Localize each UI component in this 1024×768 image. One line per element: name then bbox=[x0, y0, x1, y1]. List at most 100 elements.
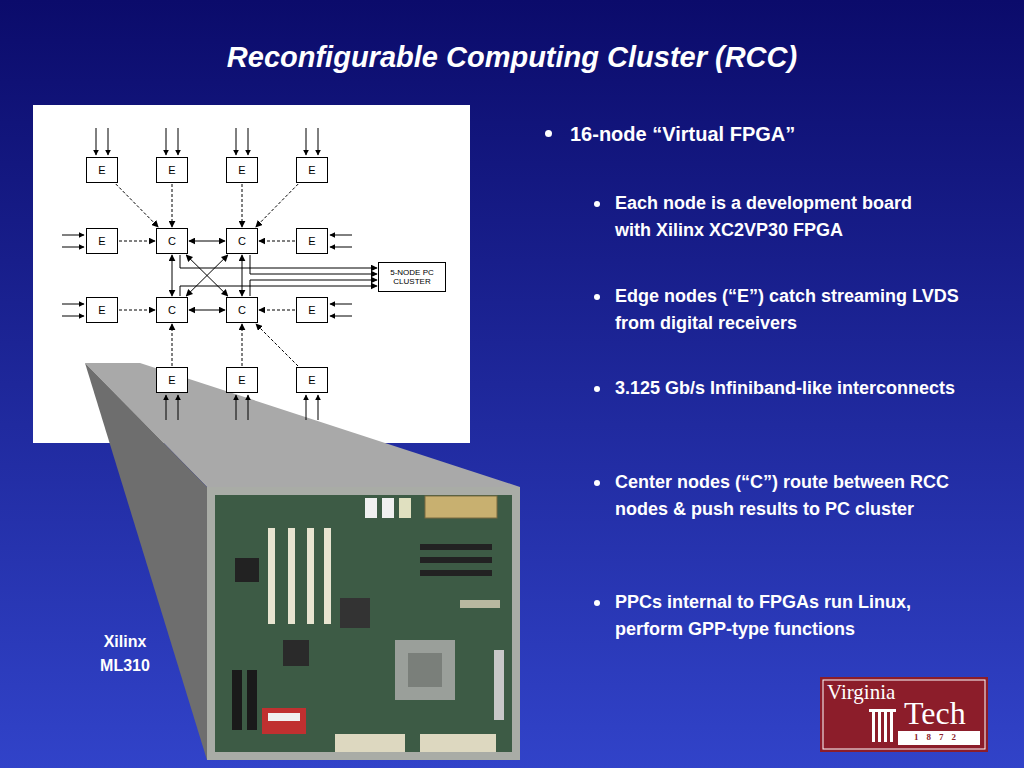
sub-bullet-text: PPCs internal to FPGAs run Linux, perfor… bbox=[615, 589, 950, 643]
connector-arrow bbox=[180, 286, 377, 296]
pin-header bbox=[494, 650, 504, 720]
connector-arrow bbox=[172, 324, 173, 366]
input-arrow bbox=[306, 395, 307, 420]
label-slot: 1872 bbox=[900, 732, 978, 744]
connector-arrow bbox=[242, 255, 243, 296]
edge-node-box: E bbox=[86, 228, 118, 254]
label-slot: Tech bbox=[904, 697, 984, 729]
input-arrow bbox=[318, 395, 319, 420]
node-label: E bbox=[238, 164, 245, 177]
photo-frame bbox=[207, 487, 520, 760]
input-arrow bbox=[166, 395, 167, 420]
input-arrow bbox=[330, 247, 352, 248]
connector-arrow bbox=[186, 255, 228, 296]
input-arrow bbox=[62, 316, 84, 317]
logo-frame bbox=[823, 680, 985, 749]
chip bbox=[340, 598, 370, 628]
node-label: E bbox=[98, 304, 105, 317]
input-arrow bbox=[166, 128, 167, 155]
connector-arrow bbox=[172, 184, 173, 227]
logo-column bbox=[878, 712, 881, 742]
input-arrow bbox=[62, 304, 84, 305]
edge-connector bbox=[420, 734, 496, 752]
pci-slot bbox=[288, 528, 295, 624]
node-label: E bbox=[98, 164, 105, 177]
connector-arrow bbox=[172, 255, 173, 296]
university-logo bbox=[820, 677, 988, 752]
zoom-beam-side bbox=[85, 363, 207, 760]
edge-node-box: E bbox=[296, 367, 328, 393]
ram-slot bbox=[420, 570, 492, 576]
connector-arrow bbox=[180, 255, 377, 268]
connector-arrow bbox=[186, 255, 228, 296]
bullet-dot bbox=[545, 130, 552, 137]
connector-arrow bbox=[119, 241, 155, 242]
edge-node-box: E bbox=[156, 367, 188, 393]
input-arrow bbox=[108, 128, 109, 155]
ram-slot bbox=[420, 557, 492, 563]
input-arrow bbox=[248, 128, 249, 155]
input-arrow bbox=[330, 235, 352, 236]
bullet-dot bbox=[594, 294, 600, 300]
label-slot: PPCs internal to FPGAs run Linux, perfor… bbox=[615, 589, 950, 643]
title-slot: Reconfigurable Computing Cluster (RCC) bbox=[0, 40, 1024, 75]
chip bbox=[283, 640, 309, 666]
input-arrow bbox=[178, 128, 179, 155]
center-node-box: C bbox=[226, 297, 258, 323]
port bbox=[399, 498, 411, 518]
edge-node-box: E bbox=[156, 157, 188, 183]
board-photo bbox=[207, 487, 520, 760]
edge-node-box: E bbox=[86, 157, 118, 183]
label-slot: 3.125 Gb/s Infiniband-like interconnects bbox=[615, 375, 997, 402]
card-sticker bbox=[268, 713, 300, 721]
logo-column bbox=[884, 712, 887, 742]
bullet-dot bbox=[594, 600, 600, 606]
edge-connector bbox=[335, 734, 405, 752]
fpga-chip bbox=[395, 640, 455, 700]
bullet-text: 16-node “Virtual FPGA” bbox=[570, 119, 1000, 149]
port bbox=[365, 498, 377, 518]
label-slot: Edge nodes (“E”) catch streaming LVDS fr… bbox=[615, 283, 997, 337]
pci-slot bbox=[324, 528, 331, 624]
edge-node-box: E bbox=[226, 367, 258, 393]
input-arrow bbox=[62, 235, 84, 236]
input-arrow bbox=[330, 316, 352, 317]
node-label: 5-NODE PC CLUSTER bbox=[384, 268, 440, 286]
input-arrow bbox=[96, 128, 97, 155]
node-label: E bbox=[308, 164, 315, 177]
node-label: E bbox=[168, 164, 175, 177]
pc-cluster-box: 5-NODE PC CLUSTER bbox=[378, 262, 446, 292]
node-label: E bbox=[238, 374, 245, 387]
connector-arrow bbox=[242, 324, 243, 366]
compactflash-card bbox=[262, 708, 306, 734]
node-label: E bbox=[308, 374, 315, 387]
center-node-box: C bbox=[226, 228, 258, 254]
logo-column bbox=[890, 712, 893, 742]
connector-arrow bbox=[242, 184, 243, 227]
bullet-dot bbox=[594, 201, 600, 207]
port bbox=[382, 498, 394, 518]
ram-slot bbox=[420, 544, 492, 550]
label-slot: Center nodes (“C”) route between RCC nod… bbox=[615, 469, 997, 523]
bullet-dot bbox=[594, 480, 600, 486]
db25-connector bbox=[425, 496, 497, 518]
connector-arrow bbox=[259, 310, 295, 311]
pci-slot bbox=[307, 528, 314, 624]
slot bbox=[247, 670, 257, 730]
slide-title: Reconfigurable Computing Cluster (RCC) bbox=[0, 40, 1024, 75]
input-arrow bbox=[236, 395, 237, 420]
connector-arrow bbox=[250, 255, 377, 274]
center-node-box: C bbox=[156, 228, 188, 254]
node-label: E bbox=[98, 235, 105, 248]
connector-arrow bbox=[256, 184, 298, 227]
node-label: E bbox=[308, 304, 315, 317]
input-arrow bbox=[62, 247, 84, 248]
logo-text: Virginia bbox=[827, 682, 917, 703]
node-label: C bbox=[168, 304, 176, 317]
connector-arrow bbox=[259, 241, 295, 242]
slot bbox=[232, 670, 242, 730]
node-label: E bbox=[308, 235, 315, 248]
logo-year: 1872 bbox=[900, 732, 978, 744]
input-arrow bbox=[236, 128, 237, 155]
